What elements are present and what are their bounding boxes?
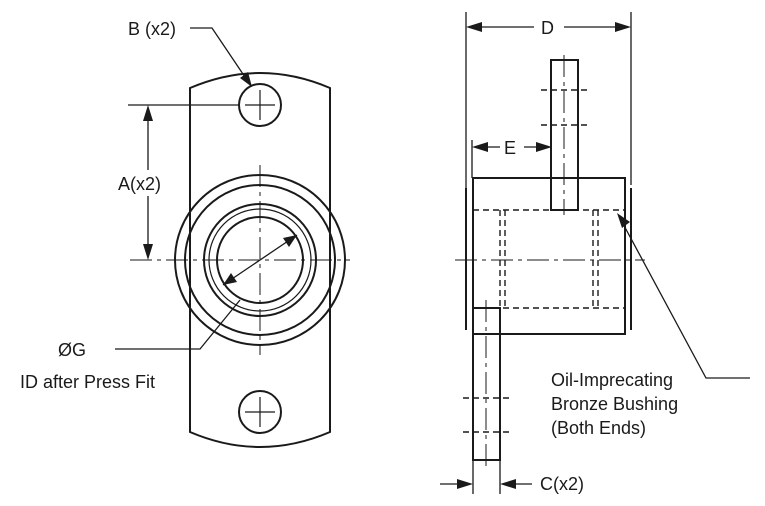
- front-view: A(x2) B (x2) ØG ID after Press Fit: [20, 19, 350, 448]
- flange-plate-outline: [189, 72, 331, 448]
- side-view: D E C: [440, 12, 750, 494]
- bushing-callout-line1: Oil-Imprecating: [551, 370, 673, 390]
- dimension-g-leader: [222, 234, 298, 286]
- bushing-callout-line3: (Both Ends): [551, 418, 646, 438]
- bushing-callout-leader: [620, 219, 750, 379]
- bushing-callout-line2: Bronze Bushing: [551, 394, 678, 414]
- dimension-b-label: B (x2): [128, 19, 176, 39]
- dimension-g-label: ØG: [58, 340, 86, 360]
- dimension-g-note: ID after Press Fit: [20, 372, 155, 392]
- bushing-housing: [472, 177, 626, 335]
- dimension-a-label: A(x2): [118, 174, 161, 194]
- dimension-c-label: C(x2): [540, 474, 584, 494]
- dimension-e-label: E: [504, 138, 516, 158]
- bottom-mounting-hole: [238, 390, 282, 434]
- dimension-d-label: D: [541, 18, 554, 38]
- dimension-b-leader: [190, 27, 248, 81]
